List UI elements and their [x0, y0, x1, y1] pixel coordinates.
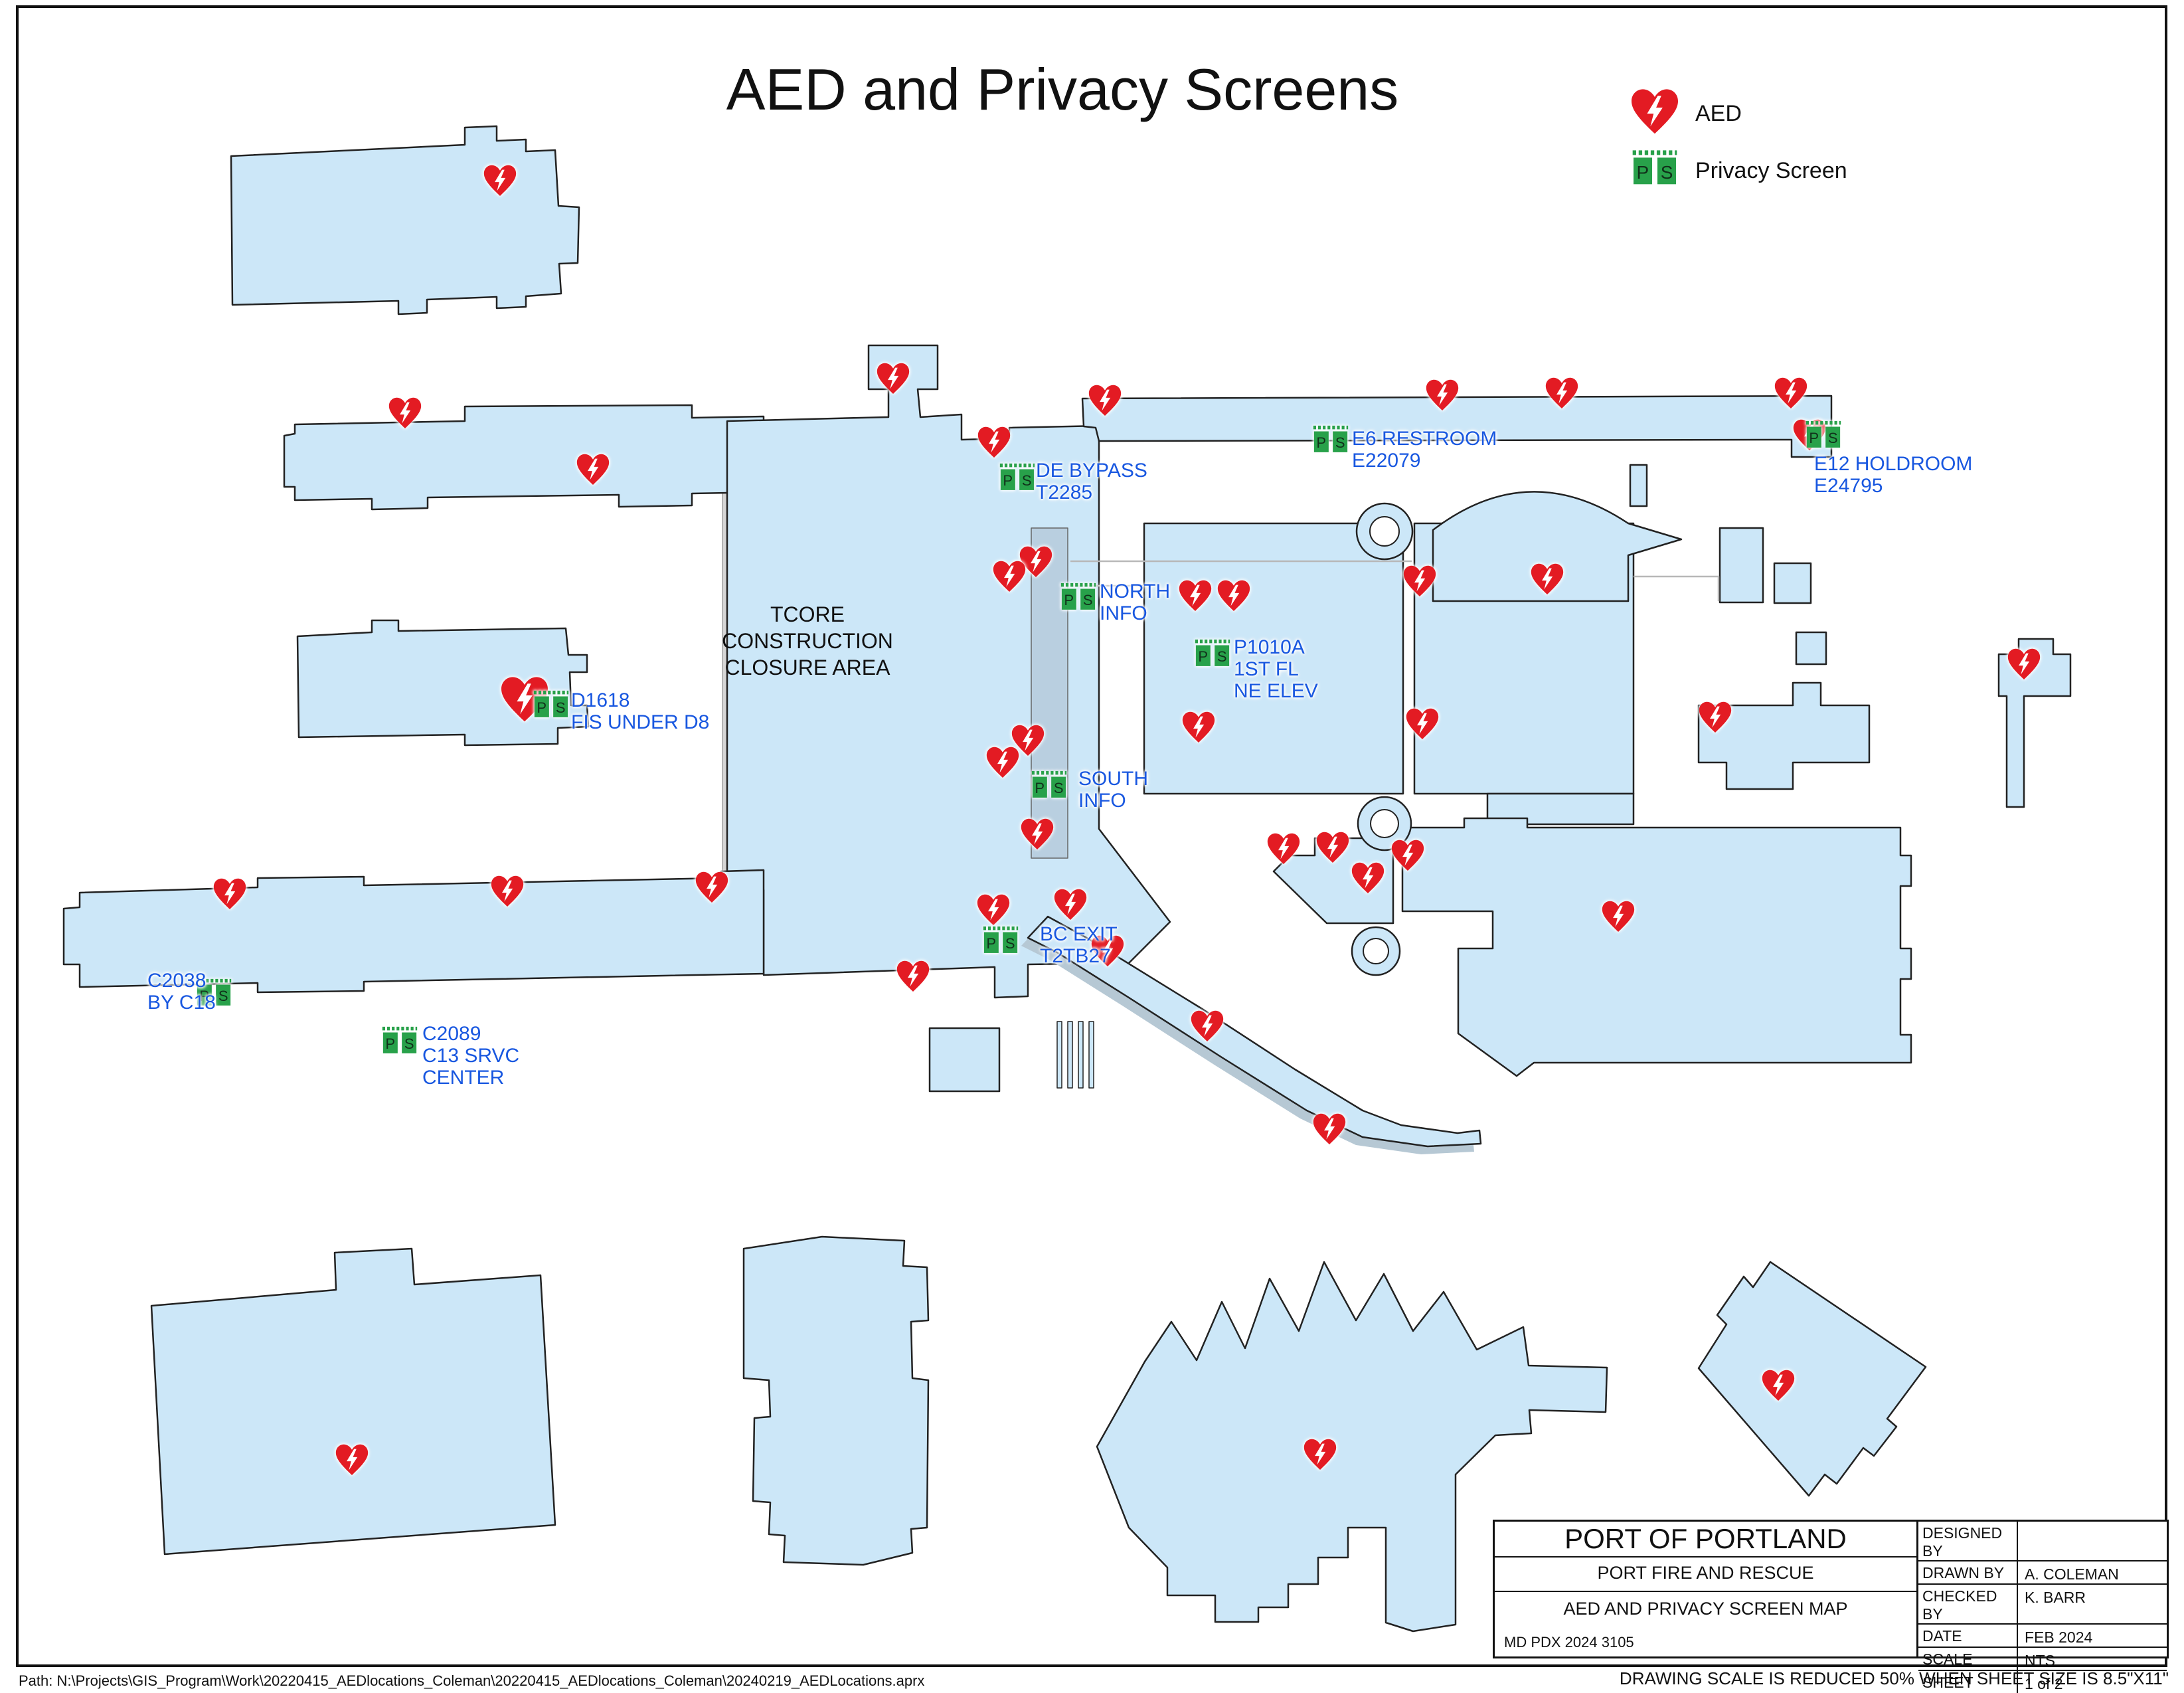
row-label: CHECKED BY	[1918, 1585, 2018, 1623]
row-value: FEB 2024	[2025, 1629, 2093, 1646]
hq-building	[1432, 491, 1683, 602]
title-block-row: DRAWN BY A. COLEMAN	[1918, 1561, 2167, 1585]
legend-aed-label: AED	[1695, 101, 1742, 126]
page-title: AED and Privacy Screens	[726, 56, 1399, 122]
exit-plaza-building	[1997, 638, 2072, 808]
south-small-building	[928, 1027, 1001, 1093]
title-block-rule	[1495, 1591, 1916, 1592]
gate-pier-bar	[1056, 1021, 1062, 1089]
file-path: Path: N:\Projects\GIS_Program\Work\20220…	[19, 1672, 925, 1689]
legend-aed-icon	[1627, 84, 1683, 139]
curbside-band	[1031, 527, 1068, 859]
title-block-row: DATE FEB 2024	[1918, 1625, 2167, 1648]
ramp-circle	[1351, 502, 1414, 976]
map-title: AED AND PRIVACY SCREEN MAP	[1563, 1599, 1848, 1619]
title-block-left: PORT OF PORTLAND PORT FIRE AND RESCUE AE…	[1495, 1522, 1918, 1656]
title-block-table: DESIGNED BY DRAWN BY A. COLEMAN CHECKED …	[1918, 1522, 2167, 1693]
small-building	[1795, 631, 1827, 666]
title-block-row: DESIGNED BY	[1918, 1522, 2167, 1561]
gate-pier-bar	[1088, 1021, 1094, 1089]
concourse-b	[1027, 915, 1482, 1148]
title-block: PORT OF PORTLAND PORT FIRE AND RESCUE AE…	[1493, 1520, 2169, 1693]
legend-privacy-screen-icon	[1631, 149, 1679, 186]
department-name: PORT FIRE AND RESCUE	[1597, 1563, 1814, 1583]
row-value: NTS	[2025, 1652, 2055, 1669]
page-border	[16, 5, 2167, 1667]
annex-building	[1697, 1261, 1927, 1497]
row-label: SCALE	[1918, 1648, 2018, 1670]
title-block-row: SCALE NTS	[1918, 1648, 2167, 1671]
cup-building	[1697, 681, 1871, 790]
maintenance-building	[1096, 1261, 1608, 1633]
drawing-scale-note: DRAWING SCALE IS REDUCED 50% WHEN SHEET …	[1619, 1668, 2169, 1688]
row-label: DRAWN BY	[1918, 1561, 2018, 1583]
small-building	[1719, 527, 1764, 604]
legend-privacy-label: Privacy Screen	[1695, 158, 1847, 183]
tcore-line1: TCORE	[770, 602, 845, 626]
row-value	[2018, 1522, 2167, 1560]
tcore-label: TCORE CONSTRUCTION CLOSURE AREA	[722, 601, 893, 681]
tcore-line2: CONSTRUCTION	[722, 629, 893, 653]
gate-pier-bar	[1078, 1021, 1084, 1089]
concourse-d	[283, 404, 765, 511]
tcore-line3: CLOSURE AREA	[724, 656, 890, 679]
de-icing-building	[150, 1247, 556, 1556]
row-value: K. BARR	[2025, 1589, 2086, 1606]
small-building	[1629, 464, 1648, 507]
row-label: DESIGNED BY	[1918, 1522, 2018, 1560]
title-block-row: CHECKED BY K. BARR	[1918, 1585, 2167, 1625]
title-block-rule	[1495, 1556, 1916, 1558]
document-number: MD PDX 2024 3105	[1504, 1634, 1634, 1650]
row-label: DATE	[1918, 1625, 2018, 1647]
cbra-building	[742, 1235, 930, 1566]
row-value: A. COLEMAN	[2025, 1565, 2119, 1583]
org-name: PORT OF PORTLAND	[1564, 1523, 1847, 1554]
gate-pier-bar	[1067, 1021, 1073, 1089]
p1-garage	[1143, 522, 1404, 795]
small-building	[1773, 562, 1812, 604]
concourse-e	[1081, 395, 1833, 458]
p3-garage	[1401, 817, 1912, 1077]
